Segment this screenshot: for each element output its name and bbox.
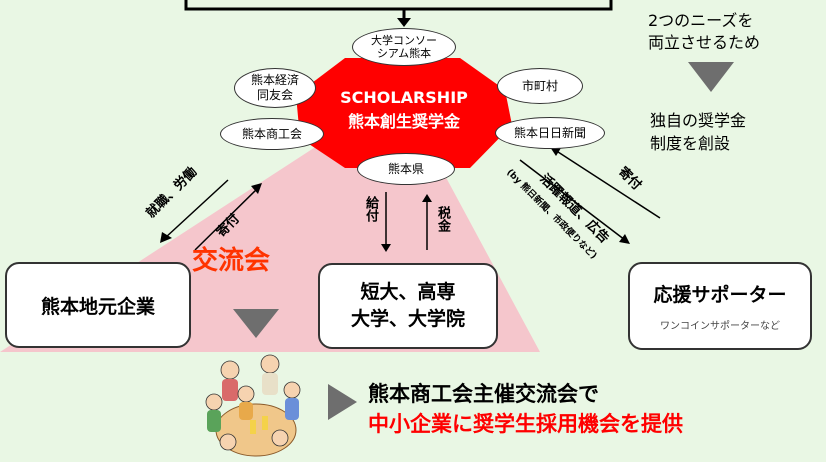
note-needs-1: 2つのニーズを bbox=[648, 11, 754, 30]
bottom-gray-triangle bbox=[233, 309, 279, 338]
supporter-sub: ワンコインサポーターなど bbox=[660, 321, 780, 332]
node-keizai-doyukai: 熊本経済 同友会 bbox=[234, 68, 316, 108]
note-create-1: 独自の奨学金 bbox=[650, 111, 747, 130]
center-title-en: SCHOLARSHIP bbox=[340, 88, 468, 107]
schools-line2: 大学、大学院 bbox=[350, 308, 465, 330]
bottom-line2: 中小企業に奨学生採用機会を提供 bbox=[368, 412, 683, 436]
node-consortium: 大学コンソー シアム熊本 bbox=[352, 28, 456, 66]
local-companies-label: 熊本地元企業 bbox=[40, 295, 155, 318]
bottom-right-triangle bbox=[328, 384, 357, 420]
center-title-jp: 熊本創生奨学金 bbox=[347, 112, 460, 131]
top-frame bbox=[184, 0, 613, 11]
note-create-2: 制度を創設 bbox=[650, 134, 731, 153]
right-gray-triangle bbox=[688, 62, 734, 92]
schools-box: 短大、高専 大学、大学院 bbox=[318, 263, 498, 349]
local-companies-box: 熊本地元企業 bbox=[5, 262, 191, 348]
node-kumamoto-prefecture: 熊本県 bbox=[357, 153, 455, 185]
node-kumamoto-nichinichi: 熊本日日新聞 bbox=[495, 117, 605, 149]
center-red-shape bbox=[296, 58, 512, 168]
supporter-title: 応援サポーター bbox=[653, 284, 787, 306]
label-zeikin: 税金 bbox=[435, 206, 450, 232]
label-kyufu: 給付 bbox=[363, 196, 378, 222]
schools-line1: 短大、高専 bbox=[360, 281, 456, 303]
bottom-line1: 熊本商工会主催交流会で bbox=[368, 382, 599, 406]
supporter-box: 応援サポーター ワンコインサポーターなど bbox=[628, 262, 812, 350]
note-needs-2: 両立させるため bbox=[648, 33, 761, 52]
exchange-label: 交流会 bbox=[192, 246, 271, 276]
party-illustration bbox=[205, 354, 301, 457]
node-shokokai: 熊本商工会 bbox=[220, 118, 324, 150]
node-shichoson: 市町村 bbox=[497, 68, 583, 104]
